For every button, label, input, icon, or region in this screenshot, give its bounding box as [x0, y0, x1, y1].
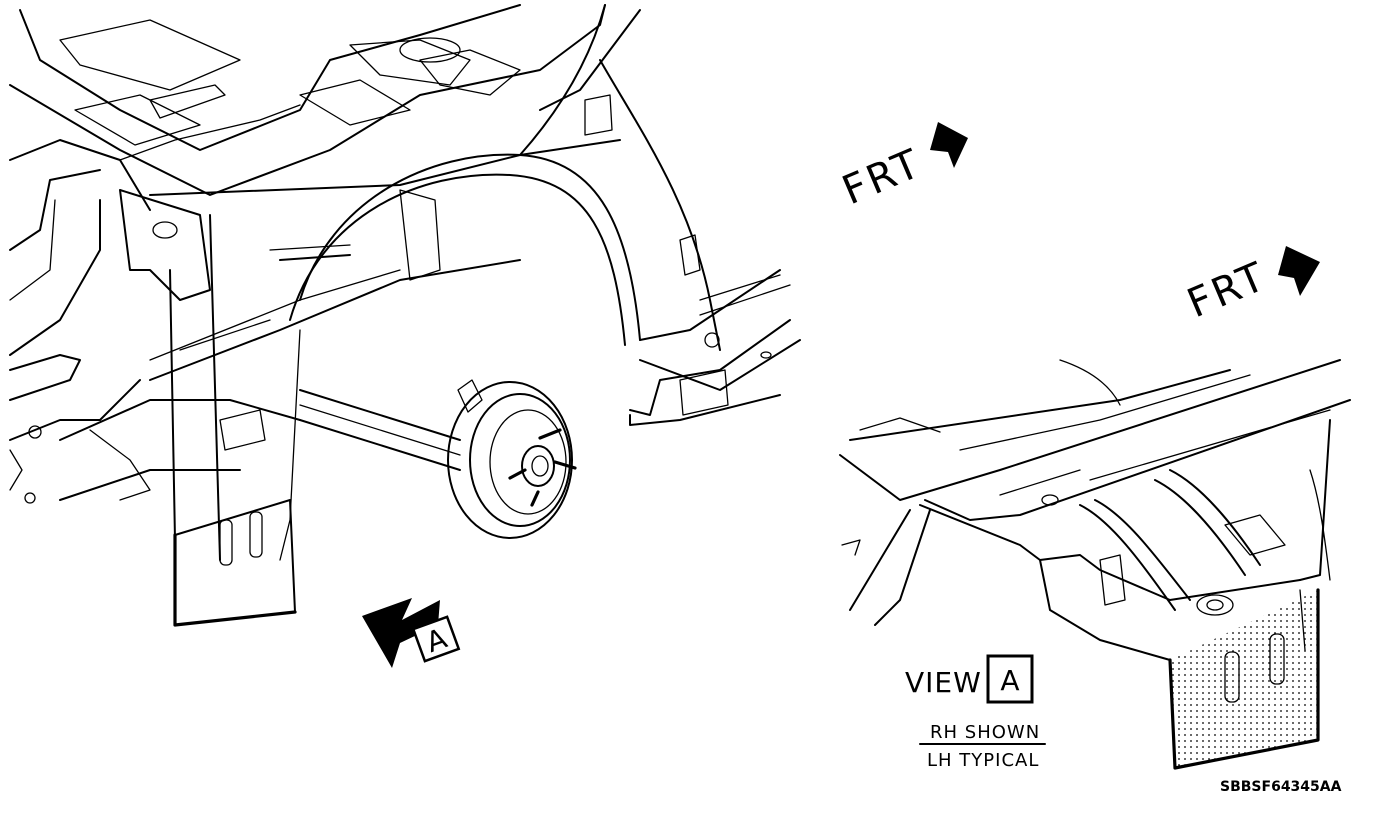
view-word: VIEW: [905, 666, 982, 699]
vehicle-rear-structure: [9, 4, 801, 561]
direction-arrow-icon: [1278, 246, 1320, 296]
lh-typical-note: LH TYPICAL: [927, 750, 1039, 771]
illustration-part-number: SBBSF64345AA: [1220, 779, 1342, 795]
view-letter-box: [986, 654, 1034, 704]
view-a-detail: [839, 359, 1351, 770]
view-caption: VIEW A RH SHOWN LH TYPICAL: [905, 654, 1046, 771]
frt-indicator-lower: FRT: [1181, 246, 1320, 327]
rh-shown-note: RH SHOWN: [930, 722, 1040, 743]
direction-arrow-icon: [930, 122, 968, 168]
frt-label-lower: FRT: [1181, 253, 1274, 327]
frt-indicator-upper: FRT: [836, 122, 968, 214]
view-letter: A: [1000, 664, 1019, 697]
frt-label-upper: FRT: [836, 140, 929, 214]
view-direction-arrow: A: [362, 598, 461, 668]
mud-flap-main: [169, 214, 297, 627]
